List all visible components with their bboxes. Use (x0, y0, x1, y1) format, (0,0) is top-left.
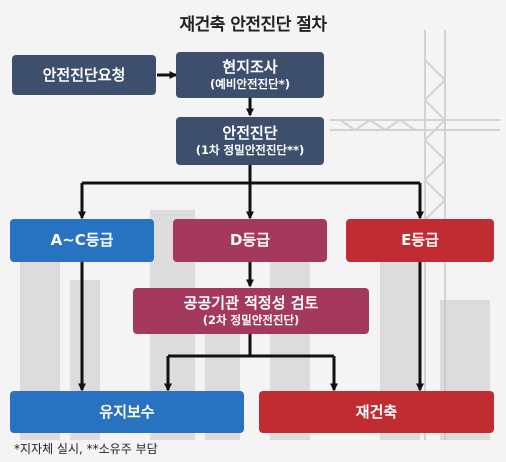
grade-ac-box: A~C등급 (10, 219, 154, 262)
diagram-title: 재건축 안전진단 절차 (179, 15, 327, 35)
outcome-maintenance-label: 유지보수 (99, 402, 155, 421)
grade-e-box: E등급 (346, 219, 494, 262)
public-review-sub: (2차 정밀안전진단) (202, 313, 300, 328)
grade-e-label: E등급 (401, 231, 439, 250)
step-safety-request: 안전진단요청 (12, 55, 156, 95)
outcome-maintenance-box: 유지보수 (10, 391, 244, 433)
step-safety-diagnosis-sub: (1차 정밀안전진단**) (195, 143, 305, 158)
step-safety-request-label: 안전진단요청 (42, 65, 126, 84)
footnote: *지자체 실시, **소유주 부담 (14, 442, 158, 456)
outcome-rebuild-box: 재건축 (259, 391, 494, 433)
step-field-survey-label: 현지조사 (222, 58, 278, 77)
step-safety-diagnosis-label: 안전진단 (222, 124, 278, 143)
public-review-label: 공공기관 적정성 검토 (183, 294, 319, 313)
step-safety-diagnosis: 안전진단 (1차 정밀안전진단**) (176, 117, 324, 165)
grade-ac-label: A~C등급 (50, 231, 114, 250)
grade-d-label: D등급 (229, 231, 271, 250)
step-field-survey: 현지조사 (예비안전진단*) (176, 52, 324, 98)
public-review-box: 공공기관 적정성 검토 (2차 정밀안전진단) (133, 288, 369, 334)
outcome-rebuild-label: 재건축 (355, 402, 398, 421)
step-field-survey-sub: (예비안전진단*) (209, 77, 290, 92)
grade-d-box: D등급 (173, 219, 327, 262)
